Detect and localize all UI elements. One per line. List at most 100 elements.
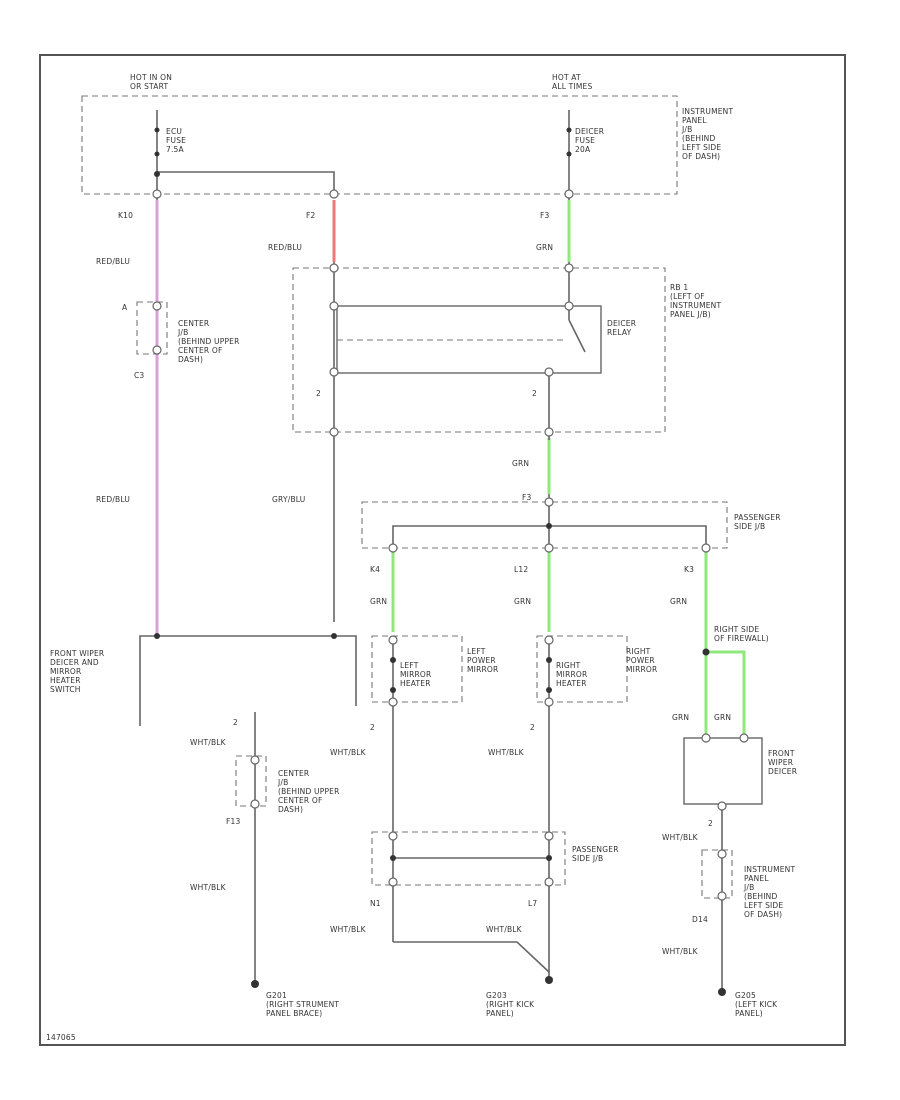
center-jb-label-line-2: (BEHIND UPPER [178, 337, 240, 346]
firewall-label-line-0: RIGHT SIDE [714, 625, 759, 634]
inst-panel-jb2-label-line-4: LEFT SIDE [744, 901, 783, 910]
grn-fd2-wire [706, 650, 746, 734]
left-mirror-label-line-0: LEFT [400, 661, 419, 670]
switch-body [139, 635, 357, 726]
left-mirror-label-line-2: HEATER [400, 679, 431, 688]
wire-wht-blk-7: WHT/BLK [486, 925, 523, 934]
rb1-label-line-1: (LEFT OF [670, 292, 705, 301]
instrument-panel-jb-label-line-2: J/B [681, 125, 692, 134]
deicer-relay-label-line-1: RELAY [607, 328, 632, 337]
fuse-left-line-2: 7.5A [166, 145, 185, 154]
pin-f13: F13 [226, 817, 240, 826]
inst-panel-jb2-label-line-2: J/B [743, 883, 754, 892]
center-jb2-label-line-0: CENTER [278, 769, 309, 778]
center-jb-box [136, 301, 168, 355]
right-mirror-label-line-1: MIRROR [556, 670, 587, 679]
pin-l12: L12 [514, 565, 528, 574]
instrument-panel-jb-label-line-0: INSTRUMENT [682, 107, 733, 116]
wire-red-blu-3: RED/BLU [96, 495, 130, 504]
fuse-right-line-1: FUSE [575, 136, 595, 145]
front-wiper-deicer-box [683, 737, 763, 805]
center-jb-label-line-3: CENTER OF [178, 346, 223, 355]
wire-red-blu-2: RED/BLU [268, 243, 302, 252]
pin-2d: 2 [370, 723, 375, 732]
inst-panel-jb-box-2 [701, 849, 733, 899]
passenger-jb-label-line-1: SIDE J/B [734, 522, 765, 531]
footer-code: 147065 [46, 1033, 76, 1042]
pin-a: A [122, 303, 128, 312]
pin-k4: K4 [370, 565, 380, 574]
ground-g203-line-0: G203 [486, 991, 507, 1000]
fuse-jumper [156, 171, 335, 190]
rb1-box [292, 267, 666, 433]
ground-g205-line-0: G205 [735, 991, 756, 1000]
firewall-label-line-1: OF FIREWALL) [714, 634, 769, 643]
deicer-relay-label-line-0: DEICER [607, 319, 636, 328]
center-jb-label-line-0: CENTER [178, 319, 209, 328]
pin-2b: 2 [532, 389, 537, 398]
switch-label-line-4: SWITCH [50, 685, 81, 694]
inst-panel-jb2-label-line-3: (BEHIND [744, 892, 777, 901]
pin-2c: 2 [233, 718, 238, 727]
passenger-jb-top-box [361, 501, 728, 549]
pin-2f: 2 [708, 819, 713, 828]
left-power-mirror-label-line-2: MIRROR [467, 665, 498, 674]
inst-panel-jb2-label-line-5: OF DASH) [744, 910, 782, 919]
front-deicer-label-line-1: WIPER [768, 758, 793, 767]
wire-wht-blk-5: WHT/BLK [190, 883, 227, 892]
switch-label-line-1: DEICER AND [50, 658, 99, 667]
wire-wht-blk-2: WHT/BLK [330, 748, 367, 757]
wire-grn-fd1: GRN [672, 713, 689, 722]
pin-k10: K10 [118, 211, 133, 220]
instrument-panel-jb-box [81, 95, 678, 195]
left-power-mirror-label-line-1: POWER [467, 656, 496, 665]
wire-wht-blk-3: WHT/BLK [488, 748, 525, 757]
right-power-mirror-label-line-0: RIGHT [626, 647, 651, 656]
center-jb2-label-line-1: J/B [277, 778, 288, 787]
pin-l7: L7 [528, 899, 537, 908]
center-jb-box-2 [235, 755, 267, 807]
ground-g205-line-2: PANEL) [735, 1009, 763, 1018]
instrument-panel-jb-label-line-4: LEFT SIDE [682, 143, 721, 152]
outer-frame [39, 54, 846, 1046]
rb1-label-line-2: INSTRUMENT [670, 301, 721, 310]
center-jb-label-line-1: J/B [177, 328, 188, 337]
switch-label-line-3: HEATER [50, 676, 81, 685]
rb1-label-line-3: PANEL J/B) [670, 310, 711, 319]
connectors [152, 127, 749, 996]
left-power-mirror-label-line-0: LEFT [467, 647, 486, 656]
ground-g205-line-1: (LEFT KICK [735, 1000, 778, 1009]
passenger-jb-bottom-box [371, 831, 566, 886]
right-mirror-label-line-0: RIGHT [556, 661, 581, 670]
wire-grn-k3: GRN [670, 597, 687, 606]
pin-2e: 2 [530, 723, 535, 732]
ground-g203-line-1: (RIGHT KICK [486, 1000, 535, 1009]
instrument-panel-jb-label-line-5: OF DASH) [682, 152, 720, 161]
wire-grn-1: GRN [536, 243, 553, 252]
front-deicer-label-line-0: FRONT [768, 749, 795, 758]
switch-label-line-2: MIRROR [50, 667, 81, 676]
pin-k3: K3 [684, 565, 694, 574]
fuse-right-line-0: DEICER [575, 127, 604, 136]
wire-grn-l12: GRN [514, 597, 531, 606]
passenger-jb2-label-line-0: PASSENGER [572, 845, 619, 854]
ground-g201-line-0: G201 [266, 991, 287, 1000]
ground-g201-line-2: PANEL BRACE) [266, 1009, 322, 1018]
wire-grn-fd2: GRN [714, 713, 731, 722]
pin-n1: N1 [370, 899, 381, 908]
center-jb-label-line-4: DASH) [178, 355, 203, 364]
wire-wht-blk-6: WHT/BLK [330, 925, 367, 934]
wire-grn-k4: GRN [370, 597, 387, 606]
inst-panel-jb2-label-line-0: INSTRUMENT [744, 865, 795, 874]
fuse-left-line-0: ECU [166, 127, 182, 136]
source-right-line-0: HOT AT [552, 73, 581, 82]
wire-wht-blk-8: WHT/BLK [662, 947, 699, 956]
inst-panel-jb2-label-line-1: PANEL [744, 874, 769, 883]
right-power-mirror-label-line-2: MIRROR [626, 665, 657, 674]
pin-f2: F2 [306, 211, 316, 220]
wire-wht-blk-1: WHT/BLK [190, 738, 227, 747]
right-mirror-label-line-2: HEATER [556, 679, 587, 688]
